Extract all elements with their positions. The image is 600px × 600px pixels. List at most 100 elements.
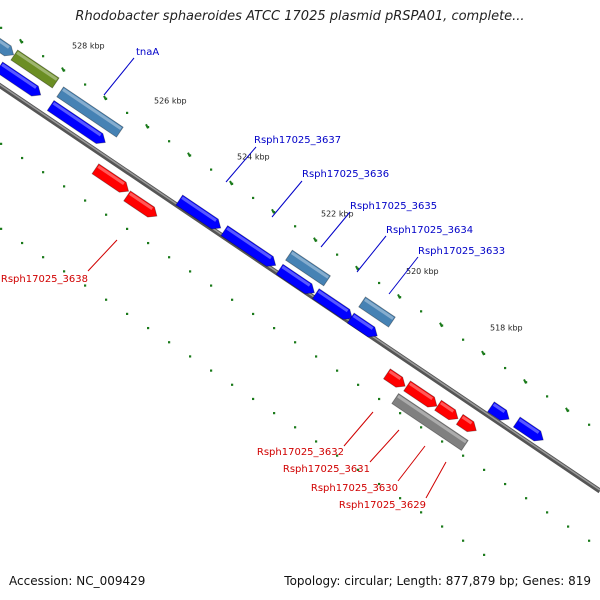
guide-dot (252, 196, 255, 200)
accession-text: Accession: NC_009429 (9, 574, 146, 588)
feature-rsph17025-3630[interactable] (391, 392, 469, 452)
guide-dot (462, 338, 465, 341)
guide-dot (168, 140, 171, 143)
guide-dot (84, 199, 87, 202)
guide-dot (21, 156, 24, 160)
feature-blue-c[interactable] (346, 312, 380, 341)
leader-line (369, 429, 400, 463)
guide-dot (336, 369, 339, 372)
guide-dot (525, 497, 528, 500)
tick-mark (19, 38, 23, 44)
tick-mark (355, 265, 359, 271)
guide-dot (126, 227, 129, 230)
feature-blue-b[interactable] (46, 100, 108, 148)
guide-dot (462, 454, 465, 457)
gene-label-rsph17025_3637[interactable]: Rsph17025_3637 (254, 135, 341, 146)
tick-mark (145, 123, 149, 129)
leader-line (343, 411, 374, 447)
gene-label-rsph17025_3629[interactable]: Rsph17025_3629 (339, 500, 426, 511)
guide-dot (546, 395, 549, 398)
feature-fragment-a-shine (0, 35, 10, 49)
gene-label-rsph17025_3634[interactable]: Rsph17025_3634 (386, 225, 473, 236)
guide-dot (420, 426, 423, 429)
feature-rsph17025-3633[interactable] (358, 296, 396, 328)
guide-dot (189, 355, 192, 358)
guide-dot (63, 270, 66, 273)
feature-blue-e[interactable] (512, 416, 546, 445)
gene-label-rsph17025_3636[interactable]: Rsph17025_3636 (302, 169, 389, 180)
feature-red-3632[interactable] (382, 368, 409, 391)
tick-mark (103, 95, 107, 101)
feature-rsph17025-3634a-shape (275, 263, 315, 295)
feature-blue-c-shine (352, 314, 374, 330)
tick-mark (229, 180, 233, 186)
gene-label-rsph17025_3633[interactable]: Rsph17025_3633 (418, 246, 505, 257)
guide-dot (231, 383, 234, 386)
feature-rsph17025-3636[interactable] (220, 225, 279, 271)
guide-dot (126, 312, 129, 315)
feature-red-3638b[interactable] (123, 190, 161, 221)
guide-dot (21, 241, 24, 245)
feature-blue-d[interactable] (486, 401, 513, 424)
feature-rsph17025-3636-shape (220, 225, 277, 267)
feature-rsph17025-3637-shine (181, 196, 217, 222)
gene-label-tnaa[interactable]: tnaA (136, 47, 159, 58)
gene-label-rsph17025_3635[interactable]: Rsph17025_3635 (350, 201, 437, 212)
leader-line (87, 239, 118, 272)
guide-dot (399, 497, 402, 500)
scale-label: 518 kbp (490, 324, 523, 333)
scale-label: 524 kbp (237, 153, 270, 162)
leader-line (320, 211, 351, 248)
feature-red-3629a-shape (434, 399, 459, 421)
gene-label-rsph17025_3638[interactable]: Rsph17025_3638 (1, 274, 88, 285)
tick-mark (313, 237, 317, 243)
feature-blue-a[interactable] (0, 61, 44, 100)
feature-red-3629a-shine (440, 401, 455, 413)
tick-mark (523, 379, 527, 384)
guide-dot (378, 482, 381, 486)
tick-mark (481, 350, 485, 356)
feature-red-3629a[interactable] (434, 399, 462, 423)
leader-line (271, 180, 303, 218)
feature-blue-b-shape (46, 100, 106, 144)
feature-red-3638a[interactable] (91, 163, 132, 196)
guide-dot (588, 539, 591, 542)
guide-dot (420, 511, 423, 514)
feature-olive[interactable] (10, 49, 60, 89)
feature-fragment-a-shape (0, 33, 15, 57)
feature-rsph17025-3630-shape (391, 392, 469, 452)
guide-dot (567, 525, 570, 528)
guide-dot (0, 142, 3, 145)
guide-dot (63, 185, 66, 188)
guide-dot (294, 225, 297, 228)
guide-dot (336, 253, 339, 256)
feature-rsph17025-3634a[interactable] (275, 263, 318, 297)
feature-red-3631[interactable] (403, 380, 441, 411)
guide-dot (504, 366, 507, 370)
guide-dot (0, 227, 3, 230)
feature-rsph17025-3635[interactable] (285, 249, 331, 287)
guide-dot (105, 213, 108, 216)
gene-label-rsph17025_3630[interactable]: Rsph17025_3630 (311, 483, 398, 494)
guide-dot (210, 168, 213, 171)
feature-tnaA[interactable] (56, 86, 124, 138)
guide-dot (168, 341, 171, 344)
scale-label: 520 kbp (406, 267, 439, 276)
gene-label-rsph17025_3631[interactable]: Rsph17025_3631 (283, 464, 370, 475)
guide-dot (378, 397, 381, 401)
feature-rsph17025-3634b[interactable] (311, 288, 355, 324)
guide-dot (315, 355, 318, 358)
guide-dot (294, 341, 297, 344)
feature-rsph17025-3637[interactable] (175, 194, 224, 233)
feature-red-3629b[interactable] (455, 413, 479, 435)
leader-line (356, 235, 387, 273)
feature-red-3629b-shape (455, 413, 477, 433)
feature-blue-a-shine (1, 63, 37, 89)
topology-summary: Topology: circular; Length: 877,879 bp; … (284, 574, 591, 588)
gene-label-rsph17025_3632[interactable]: Rsph17025_3632 (257, 447, 344, 458)
tick-mark (187, 152, 191, 158)
feature-fragment-a[interactable] (0, 33, 17, 60)
guide-dot (483, 553, 486, 556)
feature-tnaA-shape (56, 86, 124, 138)
